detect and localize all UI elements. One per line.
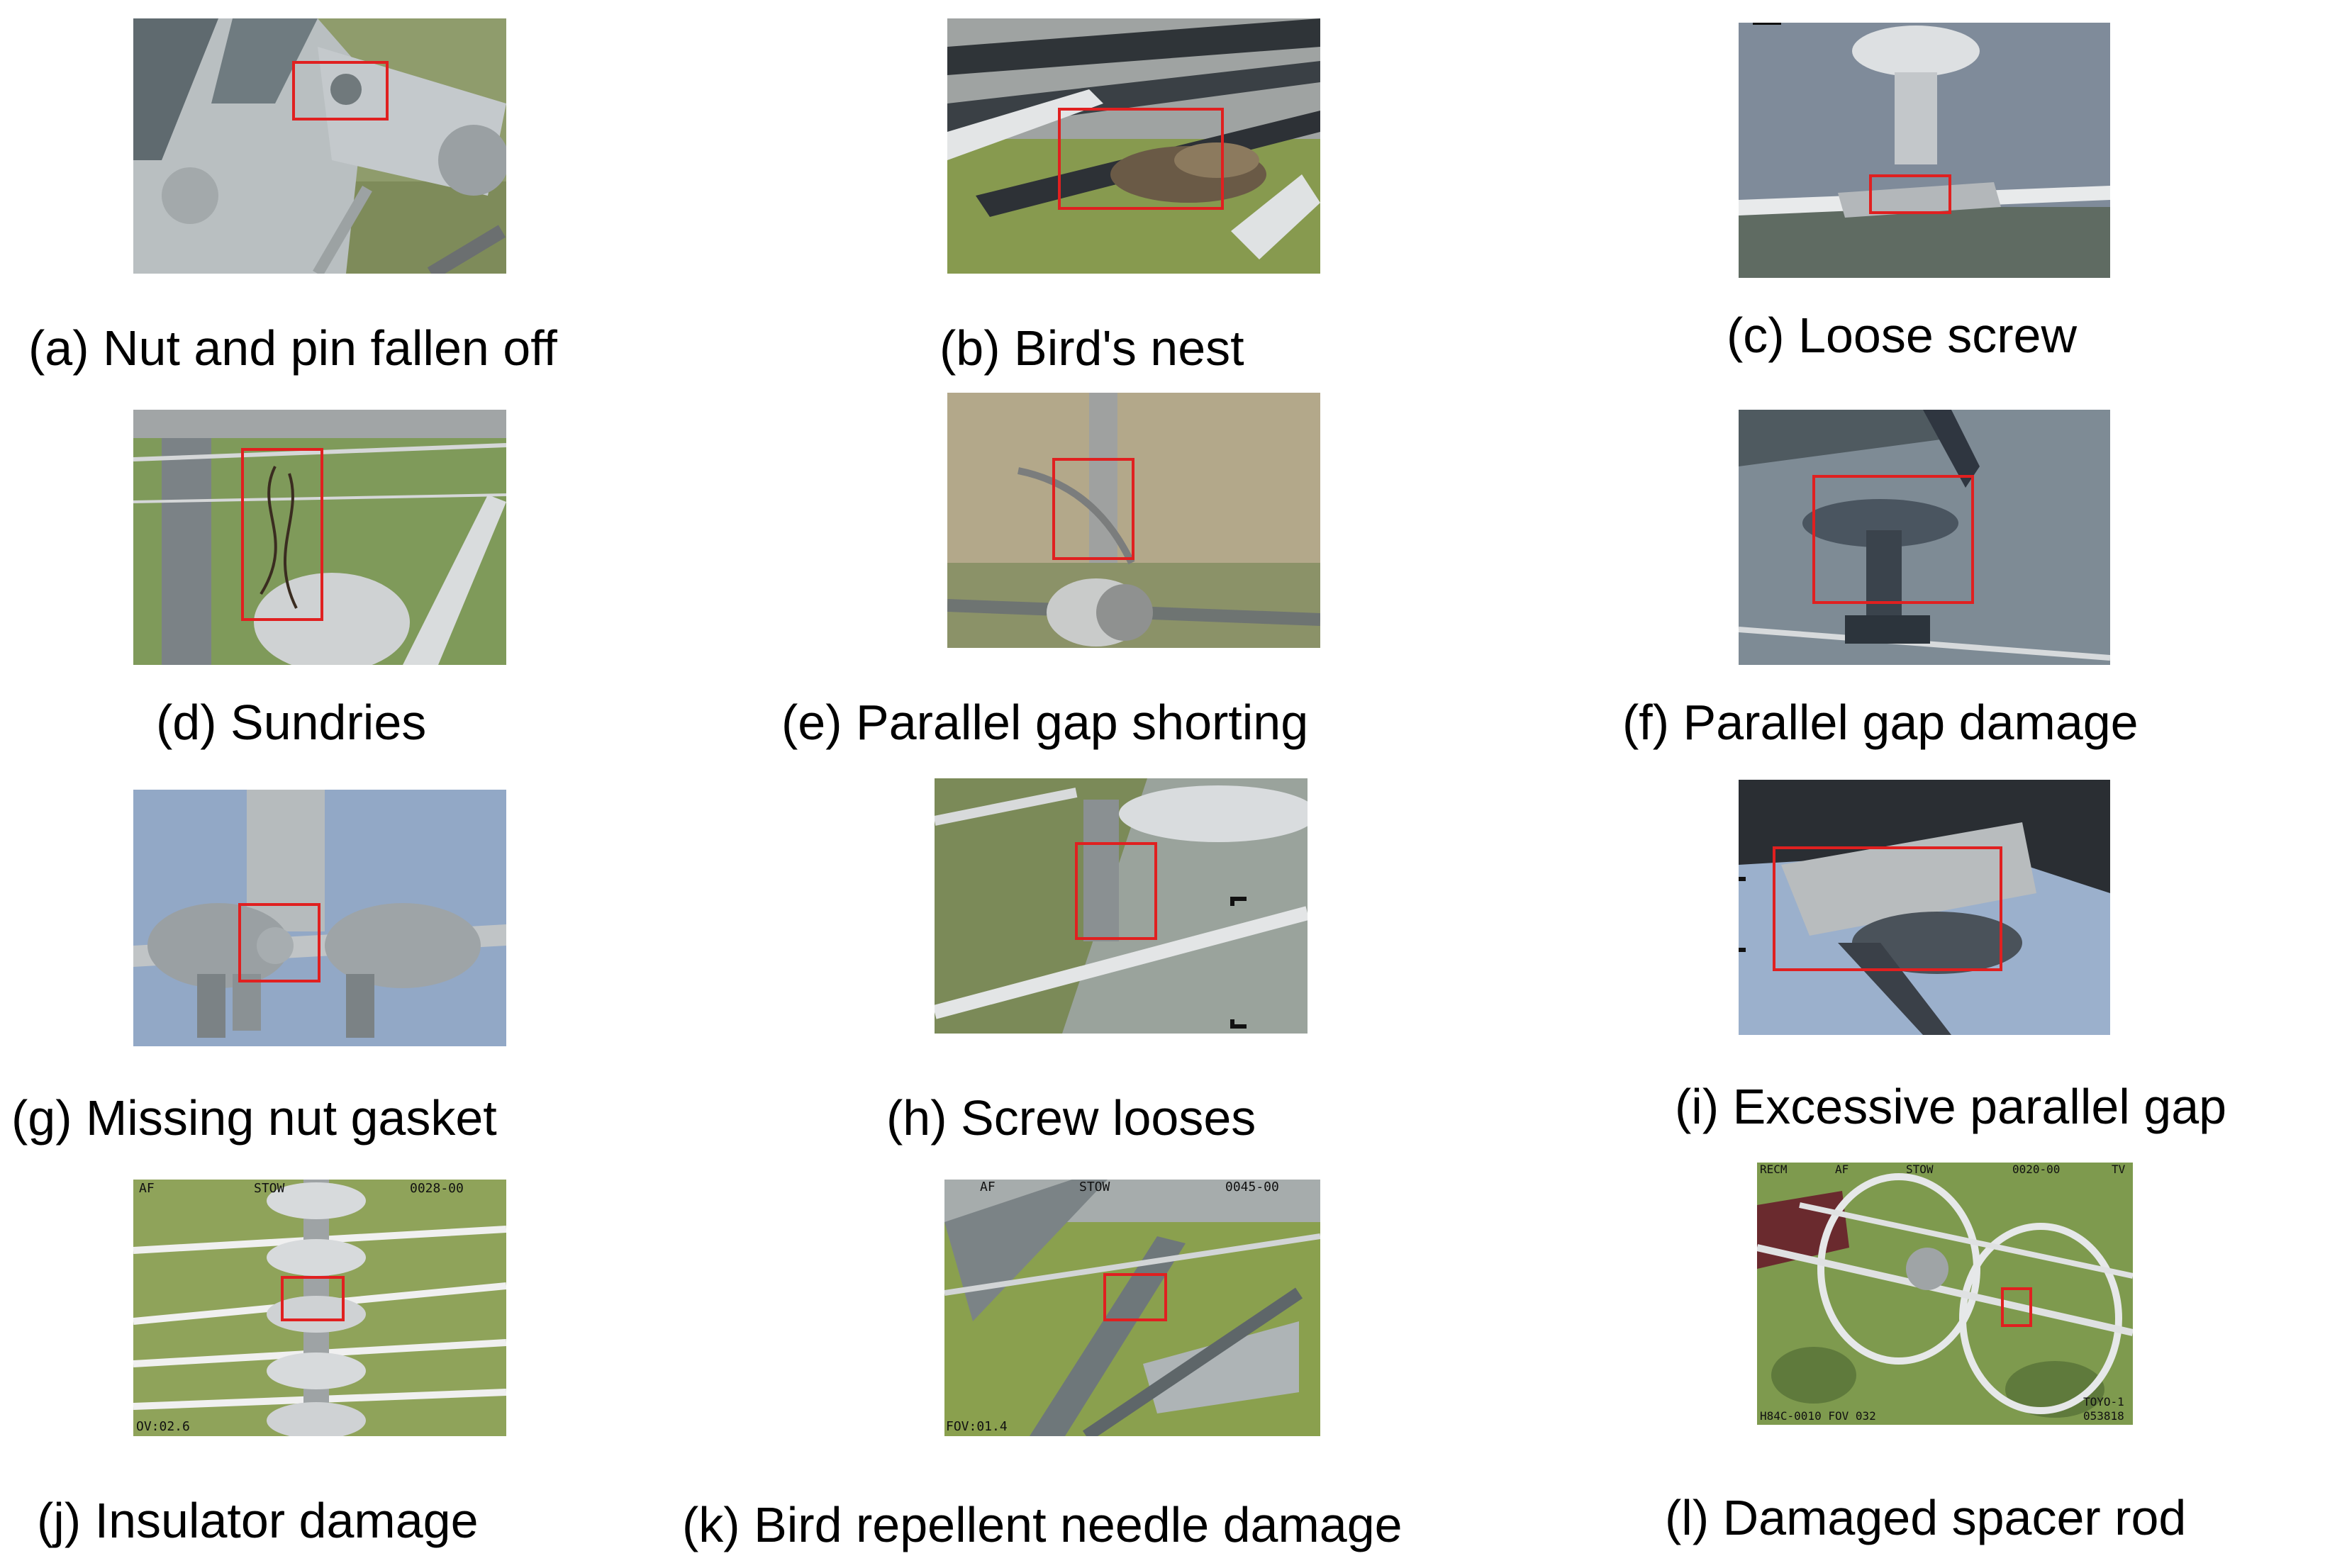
defect-box-e — [1052, 458, 1134, 560]
hud-text: H84C-0010 FOV 032 — [1760, 1409, 1876, 1423]
photo-i — [1739, 780, 2110, 1035]
photo-c — [1739, 23, 2110, 278]
photo-f — [1739, 410, 2110, 665]
defect-box-d — [241, 448, 323, 621]
defect-box-k — [1103, 1273, 1167, 1321]
caption-d: (d) Sundries — [156, 695, 427, 750]
photo-b — [947, 18, 1320, 274]
caption-h: (h) Screw looses — [886, 1090, 1256, 1146]
hud-text: OV:02.6 — [136, 1419, 190, 1434]
hud-text: 0020-00 — [2012, 1163, 2061, 1176]
hud-text: 0045-00 — [1225, 1180, 1279, 1194]
hud-text: STOW — [1079, 1180, 1110, 1194]
caption-i: (i) Excessive parallel gap — [1675, 1079, 2227, 1134]
photo-j: AF STOW 0028-00 OV:02.6 — [133, 1180, 506, 1436]
photo-h — [935, 778, 1308, 1034]
photo-k: AF STOW 0045-00 FOV:01.4 — [944, 1180, 1320, 1436]
hud-text: TOYO-1 — [2083, 1395, 2124, 1409]
defect-box-j — [281, 1276, 345, 1321]
caption-l: (l) Damaged spacer rod — [1665, 1490, 2187, 1545]
caption-k: (k) Bird repellent needle damage — [682, 1497, 1403, 1552]
hud-text: AF — [1835, 1163, 1849, 1176]
caption-a: (a) Nut and pin fallen off — [28, 320, 557, 376]
photo-d — [133, 410, 506, 665]
defect-box-b — [1058, 108, 1224, 210]
defect-box-i — [1773, 846, 2002, 971]
photo-e — [947, 393, 1320, 648]
caption-b: (b) Bird's nest — [940, 320, 1244, 376]
defect-box-c — [1869, 174, 1951, 214]
defect-box-l — [2001, 1287, 2032, 1327]
photo-a — [133, 18, 506, 274]
defect-box-g — [238, 903, 320, 982]
defect-box-h — [1075, 842, 1157, 940]
hud-text: STOW — [1906, 1163, 1934, 1176]
defect-box-a — [292, 61, 389, 121]
caption-c: (c) Loose screw — [1727, 308, 2078, 363]
caption-g: (g) Missing nut gasket — [11, 1090, 497, 1146]
hud-text: AF — [980, 1180, 996, 1194]
caption-j: (j) Insulator damage — [37, 1493, 479, 1548]
defect-box-f — [1812, 475, 1974, 604]
hud-text: 0028-00 — [410, 1181, 464, 1196]
hud-text: AF — [139, 1181, 155, 1196]
hud-text: RECM — [1760, 1163, 1788, 1176]
caption-f: (f) Parallel gap damage — [1622, 695, 2139, 750]
photo-l: RECM AF STOW 0020-00 TV H84C-0010 FOV 03… — [1757, 1163, 2133, 1425]
hud-text: TV — [2112, 1163, 2126, 1176]
hud-text: FOV:01.4 — [946, 1419, 1008, 1434]
hud-text: STOW — [254, 1181, 285, 1196]
caption-e: (e) Parallel gap shorting — [781, 695, 1309, 750]
hud-text: 053818 — [2083, 1409, 2124, 1423]
